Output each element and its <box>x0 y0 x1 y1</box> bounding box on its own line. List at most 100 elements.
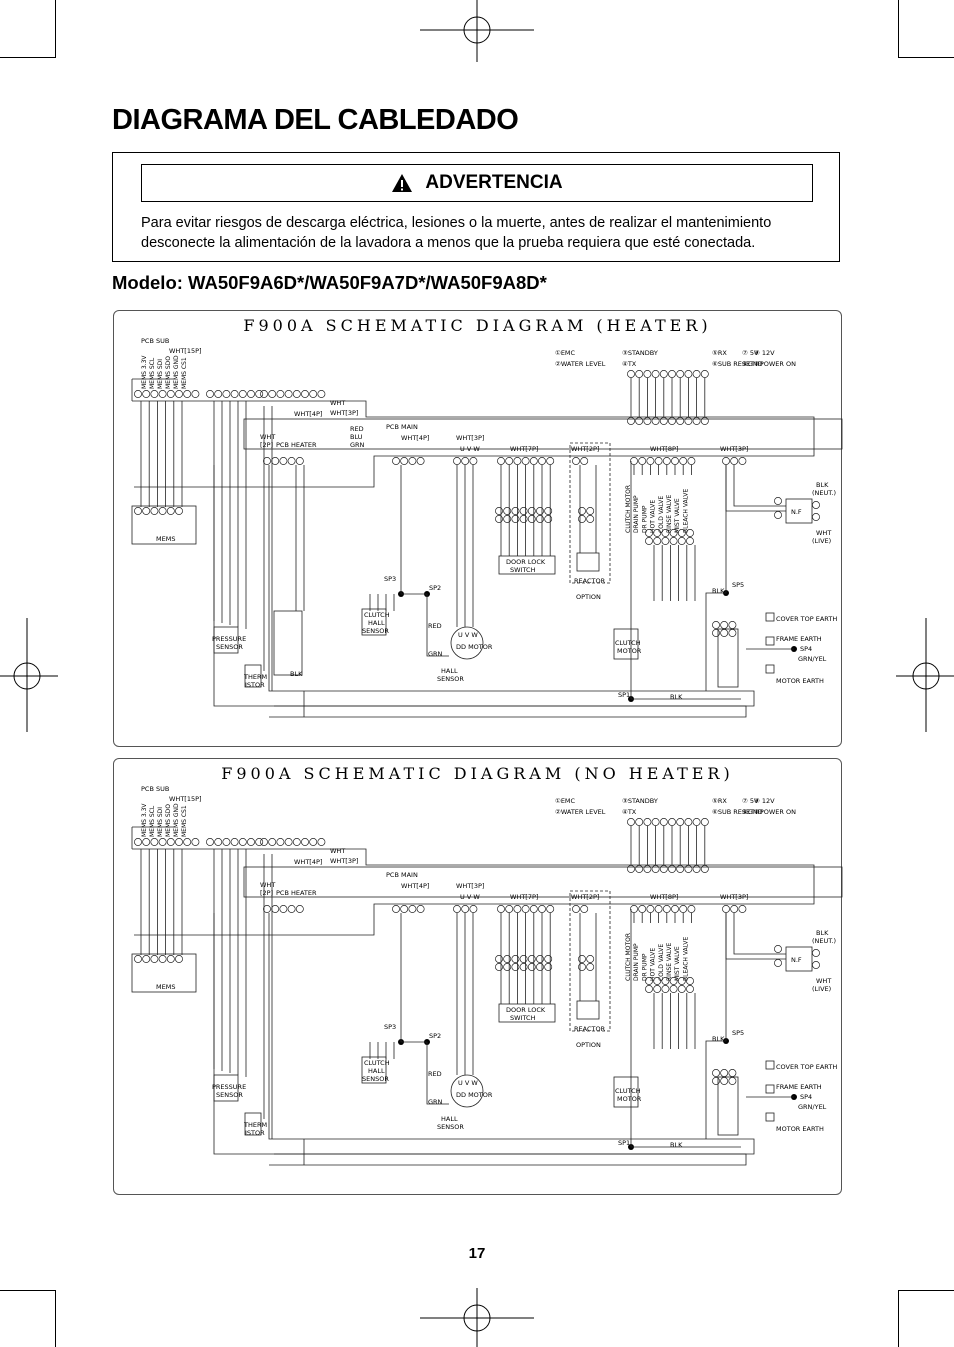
mems-box <box>131 953 197 993</box>
clutch-hall-label: CLUTCH <box>364 1059 390 1067</box>
valve-label: CLUTCH MOTOR <box>625 933 632 981</box>
mems-label: MEMS <box>156 535 175 543</box>
schematic-line <box>213 913 747 1166</box>
connector-pin <box>578 507 586 515</box>
connector-pin <box>645 985 653 993</box>
connector-pin <box>309 390 318 398</box>
connector-pin <box>774 497 782 505</box>
sub-signal-label: MEMS SCL <box>149 357 156 389</box>
terminal-block <box>717 628 739 688</box>
sp5-label: SP5 <box>732 581 744 589</box>
dd-motor-label: DD MOTOR <box>456 1091 493 1099</box>
hall-sensor-label: HALL <box>441 1115 458 1123</box>
crop-mark <box>898 57 954 58</box>
grn-yel-label: GRN/YEL <box>798 1103 827 1111</box>
crop-mark <box>898 0 899 58</box>
valve-label: HOT VALVE <box>650 948 657 981</box>
connector-pin <box>271 457 280 465</box>
reactor-coil <box>576 1000 600 1020</box>
sub-signal-label: MEMS CS1 <box>181 357 188 389</box>
sub-signal-label: MEMS GND <box>173 355 180 389</box>
connector-pin <box>247 390 255 398</box>
connector-pin <box>268 390 277 398</box>
connector-pin <box>669 985 678 993</box>
connector-pin <box>686 537 694 545</box>
connector-pin <box>728 1077 737 1085</box>
connector-pin <box>317 838 326 846</box>
connector-pin <box>728 629 737 637</box>
sp3-label: SP3 <box>384 575 396 583</box>
connector-pin <box>295 905 304 913</box>
sp3-label: SP3 <box>384 1023 396 1031</box>
connector-pin <box>503 963 512 971</box>
door-lock-switch-box <box>498 1003 556 1023</box>
connector-pin <box>679 457 688 465</box>
legend-item: ⑩POWER ON <box>754 808 796 816</box>
connector-pin <box>635 370 644 378</box>
connector-pin <box>627 417 635 425</box>
connector-pin <box>292 838 301 846</box>
schematic-diagram-no-heater: F900A SCHEMATIC DIAGRAM (NO HEATER) PCB … <box>113 758 843 1195</box>
connector-pin <box>712 629 720 637</box>
connector-pin <box>495 955 503 963</box>
earth-terminal <box>765 636 775 646</box>
connector-pin <box>774 511 782 519</box>
schematic-line <box>132 400 815 488</box>
schematic-line <box>400 913 449 1105</box>
connector-pin <box>142 838 151 846</box>
connector-pin <box>503 515 512 523</box>
clutch-motor-label: CLUTCH <box>615 639 641 647</box>
pcb-main-label: PCB MAIN <box>386 423 418 431</box>
warning-triangle-icon <box>392 174 413 192</box>
connector-pin <box>546 457 555 465</box>
pressure-sensor-label: SENSOR <box>216 1091 243 1099</box>
legend-item: ⑨ 12V <box>754 797 775 805</box>
pressure-label: PRESSURE <box>212 1083 246 1091</box>
wht-live-label: WHT <box>816 977 831 985</box>
warning-text: Para evitar riesgos de descarga eléctric… <box>141 215 772 251</box>
option-label: OPTION <box>576 1041 601 1049</box>
connector-pin <box>700 818 709 826</box>
crop-mark <box>898 1290 899 1347</box>
page-title: DIAGRAMA DEL CABLEDADO <box>112 104 519 136</box>
connector-pin <box>728 1069 737 1077</box>
live-label: (LIVE) <box>812 985 831 993</box>
connector-pin <box>175 955 183 963</box>
connector-pin <box>453 457 461 465</box>
valve-label: RINSE VALVE <box>666 942 673 981</box>
legend-item: ①EMC <box>555 349 576 357</box>
warning-header: ADVERTENCIA <box>141 164 813 202</box>
connector-pin <box>676 865 685 873</box>
connector-pin <box>638 457 647 465</box>
schematic-line <box>400 465 449 657</box>
connector-pin <box>175 507 183 515</box>
legend-item: ⑦ 5V <box>742 797 759 805</box>
connector-pin <box>676 417 685 425</box>
thermistor-box <box>244 1112 262 1136</box>
connector-pin <box>511 507 520 515</box>
terminal-block <box>717 1076 739 1136</box>
legend-item: ⑩POWER ON <box>754 360 796 368</box>
connector-pin <box>287 457 296 465</box>
motor-red-label: RED <box>428 1070 442 1078</box>
connector-pin <box>276 838 285 846</box>
connector-pin <box>677 537 686 545</box>
connector-pin <box>671 905 679 913</box>
connector-pin <box>635 865 644 873</box>
wht-label: WHT <box>330 399 345 407</box>
connector-pin <box>461 905 470 913</box>
connector-pin <box>505 457 514 465</box>
sp5-blk-label: BLK <box>712 587 725 595</box>
uvw-label: U V W <box>460 893 480 901</box>
connector-pin <box>538 905 546 913</box>
connector-pin <box>669 529 678 537</box>
valve-label: BLEACH VALVE <box>682 937 689 981</box>
connector-pin <box>812 501 820 509</box>
connector-pin <box>497 905 505 913</box>
neut-label: (NEUT.) <box>812 937 836 945</box>
connector-pin <box>700 370 709 378</box>
switch-label: SWITCH <box>510 566 536 574</box>
connector-pin <box>238 390 247 398</box>
warning-label: ADVERTENCIA <box>425 172 563 193</box>
